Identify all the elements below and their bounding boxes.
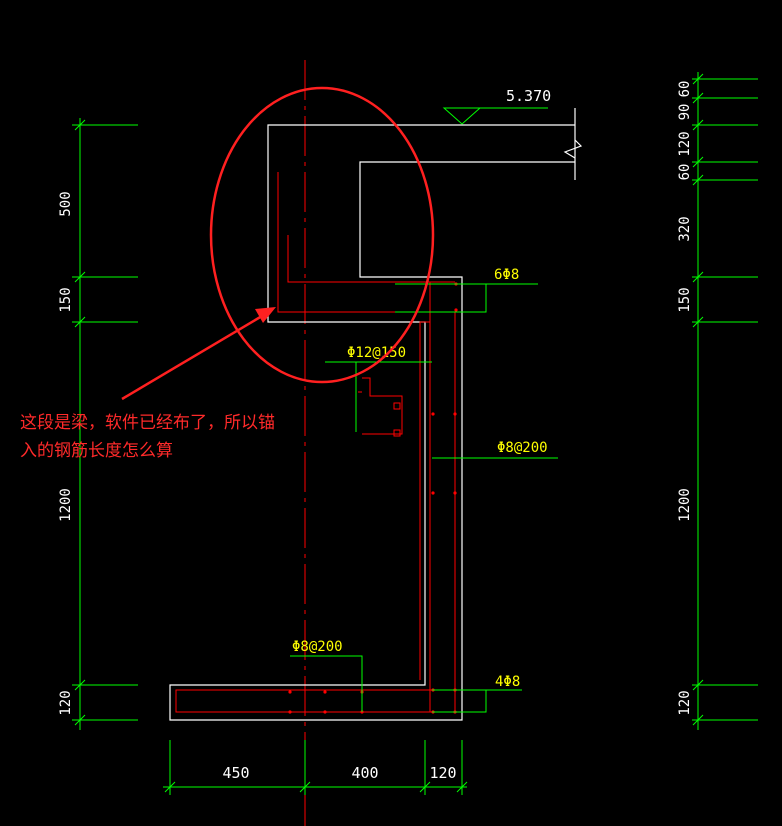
- right-dim-2: 90: [677, 104, 693, 121]
- right-dim-3: 120: [677, 131, 693, 156]
- rebar-label-side: Φ8@200: [497, 440, 548, 456]
- right-dim-4: 60: [677, 164, 693, 181]
- rebar-label-bottom-bars: 4Φ8: [495, 674, 520, 690]
- annotation-arrow: [121, 307, 276, 401]
- right-dim-8: 120: [677, 690, 693, 715]
- right-dimension-chain: [692, 72, 758, 730]
- left-dim-4: 120: [58, 690, 74, 715]
- right-dim-5: 320: [677, 216, 693, 241]
- left-dimension-chain: [72, 118, 138, 730]
- rebar-dots: [288, 282, 458, 714]
- rebar-label-stirrup: Φ12@150: [347, 345, 406, 361]
- annotation-line-2: 入的钢筋长度怎么算: [20, 441, 173, 461]
- right-dim-6: 150: [677, 287, 693, 312]
- annotation-line-1: 这段是梁，软件已经布了，所以锚: [20, 413, 275, 433]
- concrete-outline: [169, 108, 583, 721]
- bottom-dimension-chain: [163, 740, 468, 795]
- bottom-dim-2: 400: [351, 764, 378, 782]
- right-dim-1: 60: [677, 81, 693, 98]
- left-dim-1: 500: [58, 191, 74, 216]
- highlight-ellipse: [209, 86, 435, 384]
- left-dim-3: 1200: [58, 488, 74, 522]
- rebar-leaders: [290, 283, 558, 713]
- elevation-label: 5.370: [506, 87, 551, 105]
- left-dim-2: 150: [58, 287, 74, 312]
- right-dim-7: 1200: [677, 488, 693, 522]
- rebar-label-top-bars: 6Φ8: [494, 267, 519, 283]
- bottom-dim-3: 120: [429, 764, 456, 782]
- bottom-dim-1: 450: [222, 764, 249, 782]
- rebar-lines: [175, 172, 456, 713]
- rebar-label-bottom-dist: Φ8@200: [292, 639, 343, 655]
- elevation-marker: 5.370: [442, 87, 551, 125]
